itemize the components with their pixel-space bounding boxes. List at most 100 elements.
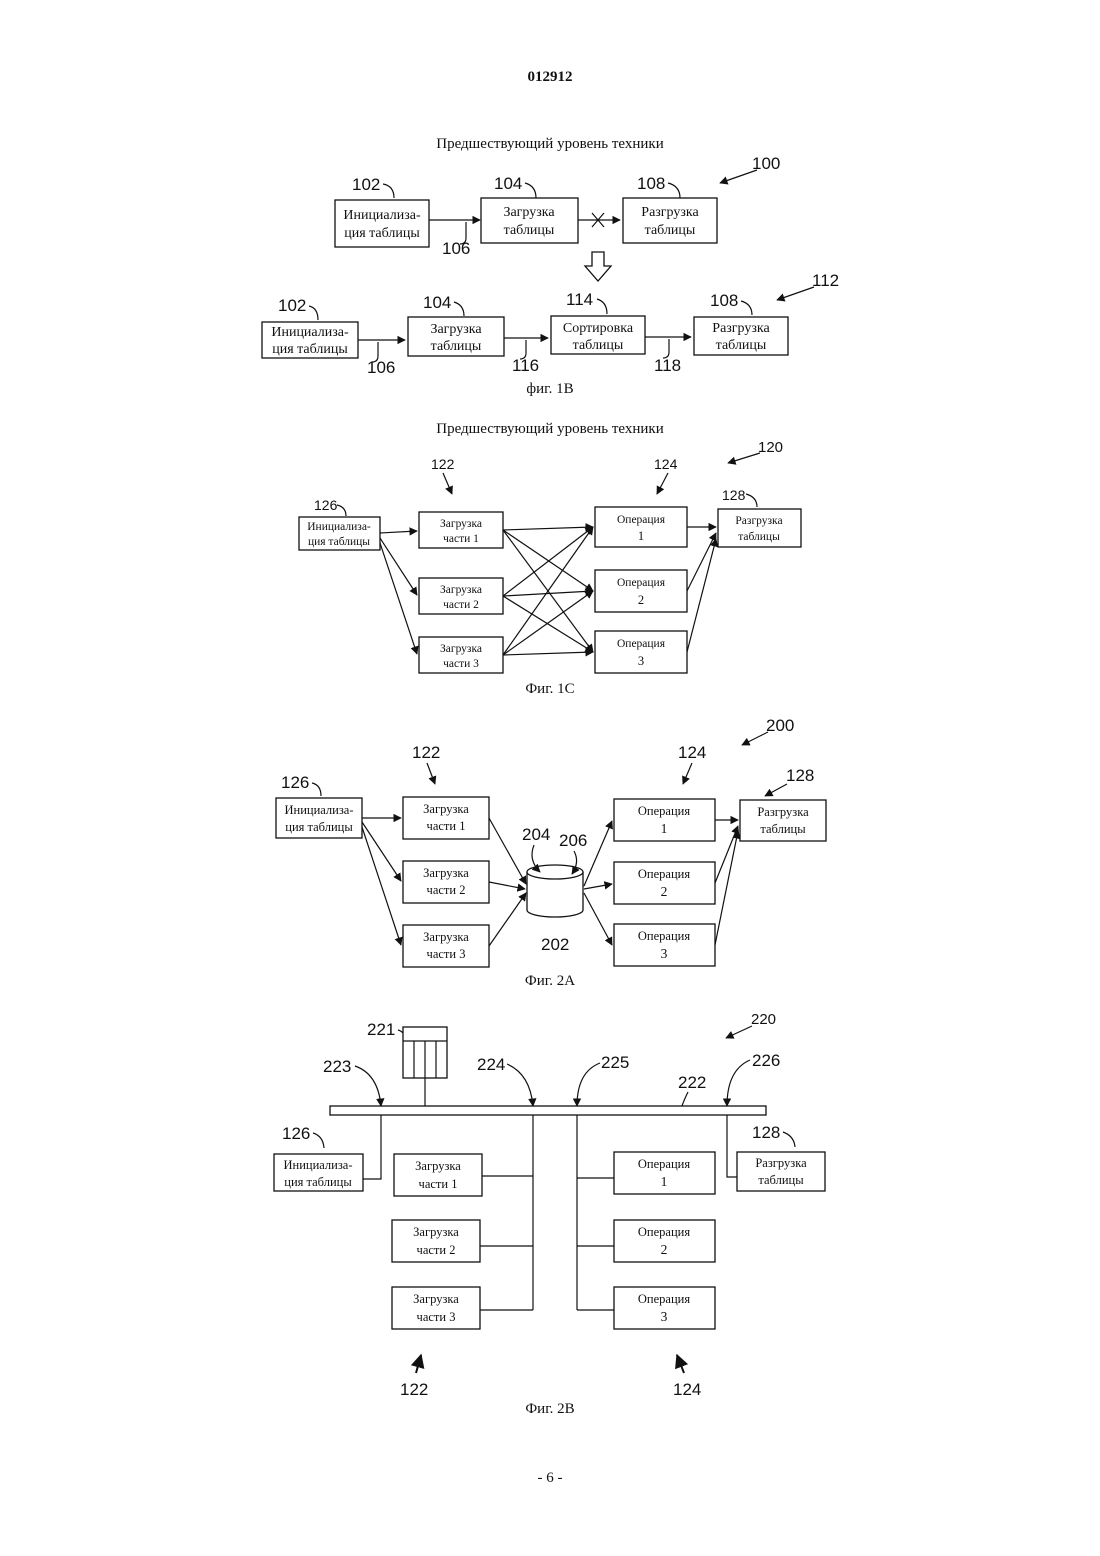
- figure-2a: 200 122 124 126 Инициализа- ция таблицы …: [276, 716, 826, 989]
- fig1c-unload-line2: таблицы: [738, 531, 780, 543]
- fig1b-init-line2-top: ция таблицы: [344, 226, 420, 241]
- fig2a-ref-128: 128: [786, 766, 814, 785]
- fig2a-ref-200: 200: [766, 716, 794, 735]
- fig1b-unload-line2-top: таблицы: [645, 223, 696, 238]
- fig2a-load-3-line1: Загрузка: [423, 930, 469, 944]
- fig1c-op-1-line1: Операция: [617, 514, 666, 526]
- fig1c-op-2-line1: Операция: [617, 577, 666, 589]
- fig1c-op-3-line2: 3: [638, 654, 644, 668]
- fig1b-ref-108-top: 108: [637, 174, 665, 193]
- fig2b-ref-225: 225: [601, 1053, 629, 1072]
- fig2a-op-1-line2: 1: [661, 821, 668, 836]
- fig1b-transform-arrow: [585, 252, 611, 281]
- fig2b-ref-226: 226: [752, 1051, 780, 1070]
- fig1b-sort-line1: Сортировка: [563, 321, 634, 336]
- fig1c-init-line1: Инициализа-: [307, 521, 371, 533]
- fig1c-load-2-line2: части 2: [443, 599, 479, 611]
- fig1b-ref-106-top: 106: [442, 239, 470, 258]
- fig1b-ref-118: 118: [654, 356, 681, 375]
- document-number: 012912: [528, 69, 573, 85]
- fig2a-unload-line2: таблицы: [760, 822, 806, 836]
- fig2b-load-1-line1: Загрузка: [415, 1159, 461, 1173]
- fig1c-load-3-line1: Загрузка: [440, 643, 482, 655]
- fig1c-ref-126: 126: [314, 497, 338, 513]
- fig2b-init-line2: ция таблицы: [284, 1175, 352, 1189]
- fig2a-load-2-line1: Загрузка: [423, 866, 469, 880]
- fig1c-load-1-line2: части 1: [443, 533, 479, 545]
- figure-2b: 220 221 222 223 224 225 226 126 Инициали…: [274, 1011, 825, 1417]
- fig2b-ref-224: 224: [477, 1055, 505, 1074]
- fig1c-init-line2: ция таблицы: [308, 536, 370, 548]
- fig2a-op-2-line2: 2: [661, 884, 668, 899]
- fig2b-ref-126: 126: [282, 1124, 310, 1143]
- fig1c-unload-line1: Разгрузка: [735, 515, 782, 527]
- fig1b-unload-line1-top: Разгрузка: [641, 205, 699, 220]
- fig2a-load-2-line2: части 2: [427, 883, 466, 897]
- fig2b-ref-223: 223: [323, 1057, 351, 1076]
- fig2a-ref-202: 202: [541, 935, 569, 954]
- fig2b-ref-128: 128: [752, 1123, 780, 1142]
- fig1b-ref-104-top: 104: [494, 174, 522, 193]
- fig2b-unload-line2: таблицы: [758, 1173, 804, 1187]
- fig2a-database-icon: [527, 865, 583, 917]
- fig1c-op-3-line1: Операция: [617, 638, 666, 650]
- fig2a-op-3-line1: Операция: [638, 929, 690, 943]
- fig2b-init-line1: Инициализа-: [283, 1158, 352, 1172]
- fig2b-load-1-line2: части 1: [419, 1177, 458, 1191]
- fig2b-load-2-line2: части 2: [417, 1243, 456, 1257]
- fig2b-load-3-line2: части 3: [417, 1310, 456, 1324]
- figure-1b: Предшествующий уровень техники 100 102 И…: [262, 136, 839, 397]
- fig2a-op-1-line1: Операция: [638, 804, 690, 818]
- fig1b-unload-line2-bottom: таблицы: [716, 338, 767, 353]
- fig2a-ref-204: 204: [522, 825, 550, 844]
- fig1b-init-line1-top: Инициализа-: [343, 208, 421, 223]
- fig1c-ref-120: 120: [758, 439, 783, 456]
- fig1b-load-line2-bottom: таблицы: [431, 339, 482, 354]
- fig2b-op-3-line1: Операция: [638, 1292, 690, 1306]
- fig1c-load-1-line1: Загрузка: [440, 518, 482, 530]
- fig1b-ref-106-bottom: 106: [367, 358, 395, 377]
- fig1b-load-line1-bottom: Загрузка: [430, 322, 482, 337]
- fig1b-load-line2-top: таблицы: [504, 223, 555, 238]
- fig1b-heading: Предшествующий уровень техники: [436, 136, 664, 152]
- fig2b-op-2-line2: 2: [661, 1242, 668, 1257]
- fig1b-ref-114: 114: [566, 290, 593, 309]
- fig2b-ref-124: 124: [673, 1380, 701, 1399]
- fig1c-ref-124: 124: [654, 456, 678, 472]
- fig2a-unload-line1: Разгрузка: [757, 805, 809, 819]
- fig1b-ref-102-top: 102: [352, 175, 380, 194]
- fig2b-load-2-line1: Загрузка: [413, 1225, 459, 1239]
- fig2a-ref-122: 122: [412, 743, 440, 762]
- fig1b-ref-116: 116: [512, 356, 539, 375]
- fig2b-op-1-line1: Операция: [638, 1157, 690, 1171]
- fig2a-load-1-line1: Загрузка: [423, 802, 469, 816]
- figure-1c: Предшествующий уровень техники 120 122 1…: [299, 421, 801, 697]
- fig1b-sort-line2: таблицы: [573, 338, 624, 353]
- fig1c-ref-128: 128: [722, 487, 746, 503]
- fig1b-ref-104-bottom: 104: [423, 293, 451, 312]
- fig2b-op-2-line1: Операция: [638, 1225, 690, 1239]
- fig1c-ref-122: 122: [431, 456, 455, 472]
- fig2b-op-1-line2: 1: [661, 1174, 668, 1189]
- fig2a-ref-206: 206: [559, 831, 587, 850]
- fig2b-caption: Фиг. 2В: [525, 1401, 574, 1417]
- fig1c-caption: Фиг. 1С: [525, 681, 574, 697]
- fig2b-load-3-line1: Загрузка: [413, 1292, 459, 1306]
- fig1b-ref-112: 112: [812, 271, 839, 290]
- fig1b-ref-108-bottom: 108: [710, 291, 738, 310]
- fig2b-bus: [330, 1106, 766, 1115]
- fig2a-caption: Фиг. 2А: [525, 973, 575, 989]
- fig2a-ref-124: 124: [678, 743, 706, 762]
- fig1b-ref-102-bottom: 102: [278, 296, 306, 315]
- fig1c-load-2-line1: Загрузка: [440, 584, 482, 596]
- fig1c-heading: Предшествующий уровень техники: [436, 421, 664, 437]
- fig1b-caption: фиг. 1В: [526, 381, 573, 397]
- fig2b-ref-221: 221: [367, 1020, 395, 1039]
- fig1c-op-2-line2: 2: [638, 593, 644, 607]
- fig2b-unload-line1: Разгрузка: [755, 1156, 807, 1170]
- fig2b-op-3-line2: 3: [661, 1309, 668, 1324]
- fig2b-ref-220: 220: [751, 1011, 776, 1028]
- fig1c-op-1-line2: 1: [638, 529, 644, 543]
